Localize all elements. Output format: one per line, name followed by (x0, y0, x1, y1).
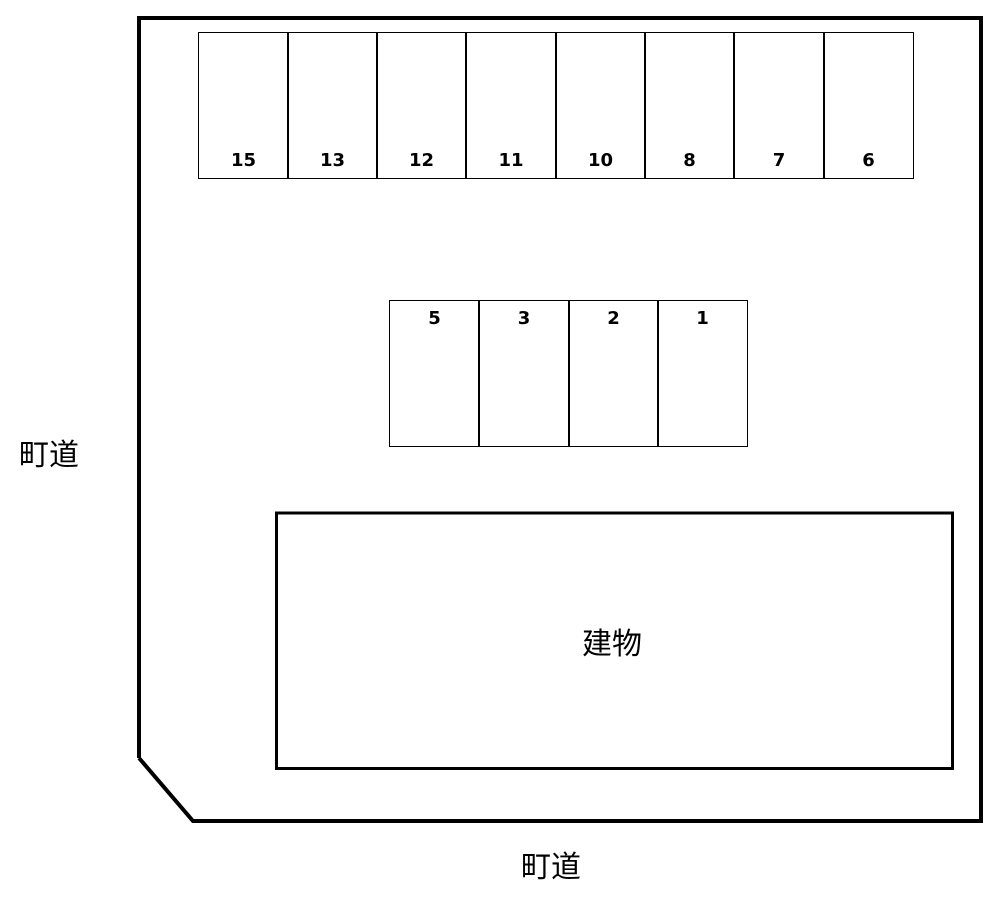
parking-stall-10[interactable]: 10 (555, 32, 646, 179)
stall-number: 13 (319, 150, 346, 171)
stall-number: 12 (408, 150, 435, 171)
stall-number: 15 (230, 150, 257, 171)
parking-stall-3[interactable]: 3 (478, 300, 570, 447)
stall-number: 3 (517, 308, 531, 329)
stall-number: 10 (587, 150, 614, 171)
stall-number: 6 (862, 150, 875, 171)
parking-stall-5[interactable]: 5 (389, 300, 480, 447)
stall-number: 5 (428, 308, 441, 329)
parking-stall-7[interactable]: 7 (733, 32, 825, 179)
parking-stall-15[interactable]: 15 (198, 32, 289, 179)
parking-stall-8[interactable]: 8 (644, 32, 735, 179)
stall-number: 8 (683, 150, 696, 171)
parking-stall-6[interactable]: 6 (823, 32, 914, 179)
building-outline (275, 511, 954, 770)
parking-stall-1[interactable]: 1 (657, 300, 748, 447)
stall-number: 11 (498, 150, 524, 171)
parking-stall-13[interactable]: 13 (287, 32, 378, 179)
building-label: 建物 (582, 627, 642, 662)
stall-number: 1 (696, 308, 709, 329)
road-label-west: 町道 (19, 438, 79, 473)
stall-number: 7 (772, 150, 786, 171)
parking-stall-12[interactable]: 12 (376, 32, 467, 179)
road-label-south: 町道 (521, 850, 581, 885)
stall-number: 2 (607, 308, 620, 329)
parking-stall-2[interactable]: 2 (568, 300, 659, 447)
parking-stall-11[interactable]: 11 (465, 32, 557, 179)
